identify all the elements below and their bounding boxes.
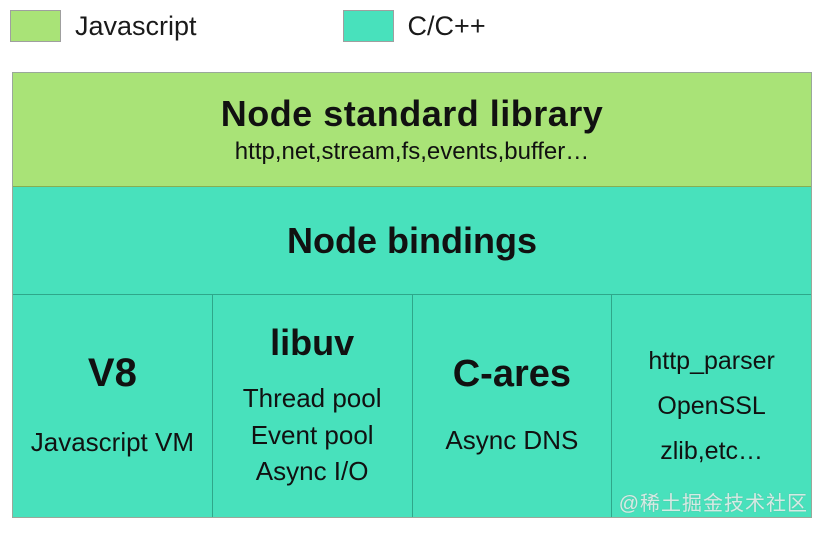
block-node-bindings: Node bindings (13, 187, 811, 295)
libuv-feature-thread-pool: Thread pool (242, 382, 382, 413)
v8-title: V8 (87, 351, 137, 396)
c-ares-description: Async DNS (445, 425, 579, 456)
javascript-color-swatch (10, 10, 61, 42)
libuv-title: libuv (270, 321, 355, 363)
cpp-color-swatch (342, 10, 394, 42)
misc-zlib-etc: zlib,etc… (660, 436, 764, 465)
diagram-body: Node standard library http,net,stream,fs… (12, 72, 812, 518)
legend-label-javascript: Javascript (75, 10, 197, 41)
node-standard-library-title: Node standard library (220, 92, 604, 134)
misc-http-parser: http_parser (648, 346, 775, 375)
legend-item-javascript: Javascript (10, 10, 197, 42)
node-standard-library-modules: http,net,stream,fs,events,buffer… (234, 138, 590, 166)
legend: Javascript C/C++ (10, 10, 486, 42)
node-bindings-title: Node bindings (287, 219, 537, 261)
v8-description: Javascript VM (30, 427, 194, 458)
components-row: V8 Javascript VM libuv Thread pool Event… (13, 295, 811, 517)
legend-item-cpp: C/C++ (219, 10, 486, 42)
libuv-feature-async-io: Async I/O (255, 456, 369, 487)
block-node-standard-library: Node standard library http,net,stream,fs… (13, 73, 811, 187)
component-v8: V8 Javascript VM (13, 295, 212, 517)
component-libuv: libuv Thread pool Event pool Async I/O (211, 295, 412, 517)
misc-openssl: OpenSSL (657, 391, 766, 420)
legend-label-cpp: C/C++ (407, 10, 486, 41)
watermark: @稀土掘金技术社区 (618, 493, 808, 515)
component-c-ares: C-ares Async DNS (411, 295, 612, 517)
libuv-feature-event-pool: Event pool (250, 419, 374, 450)
c-ares-title: C-ares (452, 353, 572, 396)
component-misc-libraries: http_parser OpenSSL zlib,etc… (611, 295, 811, 517)
